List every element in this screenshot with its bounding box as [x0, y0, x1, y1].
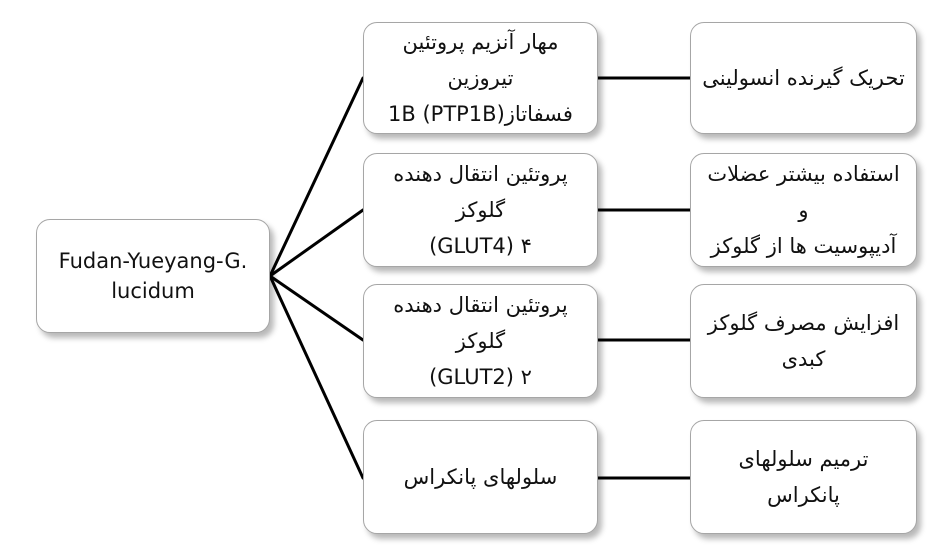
- effect-pancreas-line-1: ترمیم سلولهای پانکراس: [738, 447, 869, 507]
- effect-node-insulin-receptor-label: تحریک گیرنده انسولینی: [692, 60, 915, 96]
- target-node-glut4: پروتئین انتقال دهنده گلوکز ۴ (GLUT4): [363, 153, 598, 267]
- root-label-line-2: lucidum: [111, 279, 195, 303]
- target-node-glut2-label: پروتئین انتقال دهنده گلوکز ۲ (GLUT2): [364, 287, 597, 395]
- effect-node-muscle-adipocyte-label: استفاده بیشتر عضلات و آدیپوسیت ها از گلو…: [691, 156, 916, 264]
- effect-node-pancreatic-repair: ترمیم سلولهای پانکراس: [690, 420, 917, 534]
- root-to-branch-3-connector: [268, 274, 365, 342]
- root-node-label: Fudan-Yueyang-G. lucidum: [49, 246, 258, 306]
- target-glut4-line-1: پروتئین انتقال دهنده گلوکز: [393, 162, 568, 222]
- effect-node-hepatic-label: افزایش مصرف گلوکز کبدی: [698, 305, 909, 377]
- effect-node-hepatic-glucose-use: افزایش مصرف گلوکز کبدی: [690, 284, 917, 398]
- target-node-ptp1b: مهار آنزیم پروتئین تیروزین فسفاتاز1B (PT…: [363, 22, 598, 134]
- effect-insulin-line-1: تحریک گیرنده انسولینی: [702, 66, 905, 90]
- root-node: Fudan-Yueyang-G. lucidum: [36, 219, 270, 333]
- target-glut4-line-2: ۴ (GLUT4): [429, 234, 532, 258]
- target-glut2-line-1: پروتئین انتقال دهنده گلوکز: [393, 293, 568, 353]
- root-label-line-1: Fudan-Yueyang-G.: [58, 249, 248, 273]
- root-to-branch-4-connector: [268, 274, 365, 480]
- target-node-pancreatic-cells: سلولهای پانکراس: [363, 420, 598, 534]
- effect-node-pancreatic-repair-label: ترمیم سلولهای پانکراس: [691, 441, 916, 513]
- target-pancreas-line-1: سلولهای پانکراس: [403, 465, 558, 489]
- effect-hepatic-line-2: کبدی: [781, 347, 826, 371]
- target-ptp1b-line-1: مهار آنزیم پروتئین تیروزین: [402, 30, 559, 90]
- effect-node-insulin-receptor: تحریک گیرنده انسولینی: [690, 22, 917, 134]
- target-node-ptp1b-label: مهار آنزیم پروتئین تیروزین فسفاتاز1B (PT…: [364, 24, 597, 132]
- target-ptp1b-line-2: فسفاتاز1B (PTP1B): [388, 102, 573, 126]
- target-node-pancreatic-label: سلولهای پانکراس: [394, 459, 568, 495]
- target-node-glut2: پروتئین انتقال دهنده گلوکز ۲ (GLUT2): [363, 284, 598, 398]
- effect-muscle-line-1: استفاده بیشتر عضلات و: [707, 162, 900, 222]
- effect-muscle-line-2: آدیپوسیت ها از گلوکز: [710, 234, 897, 258]
- root-to-branch-1-connector: [268, 76, 365, 278]
- root-to-branch-2-connector: [268, 208, 365, 278]
- effect-hepatic-line-1: افزایش مصرف گلوکز: [707, 311, 900, 335]
- effect-node-muscle-adipocyte-glucose: استفاده بیشتر عضلات و آدیپوسیت ها از گلو…: [690, 153, 917, 267]
- target-node-glut4-label: پروتئین انتقال دهنده گلوکز ۴ (GLUT4): [364, 156, 597, 264]
- target-glut2-line-2: ۲ (GLUT2): [429, 365, 532, 389]
